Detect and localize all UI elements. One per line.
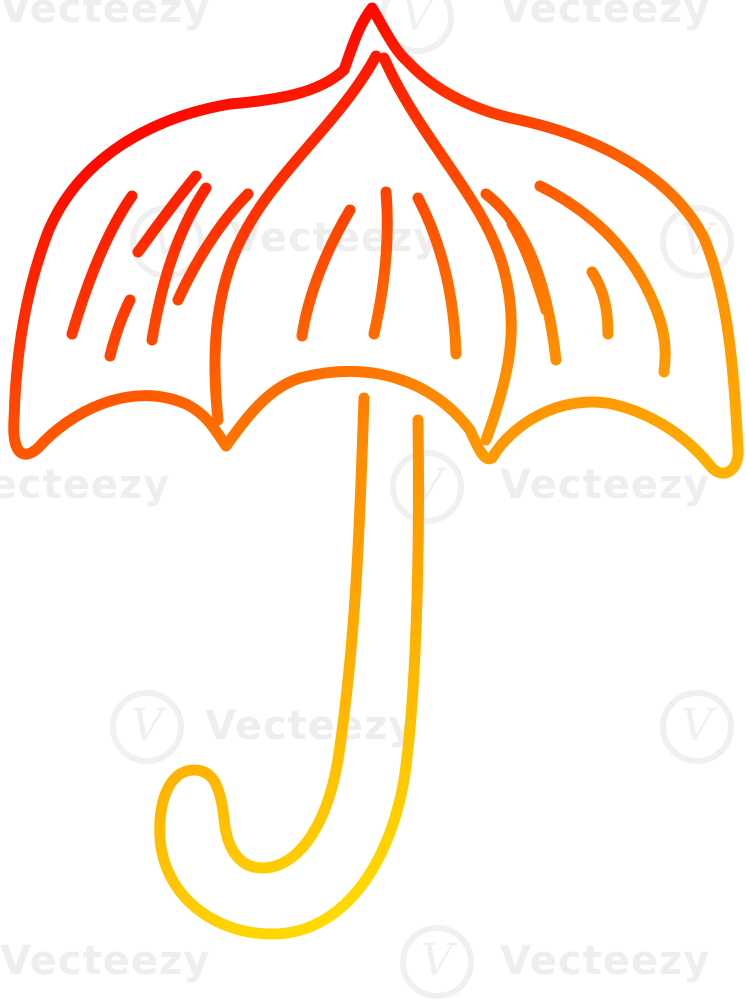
left-panel-shading bbox=[66, 170, 254, 362]
umbrella-rib-right bbox=[378, 52, 517, 446]
watermark-text: Vecteezy bbox=[500, 0, 711, 32]
watermark-text: Vecteezy bbox=[500, 462, 711, 508]
umbrella-canopy-outline bbox=[8, 2, 744, 479]
watermark-text: Vecteezy bbox=[0, 462, 171, 508]
right-panel-shading bbox=[480, 180, 671, 378]
watermark-text: Vecteezy bbox=[205, 703, 416, 749]
watermark-text: Vecteezy bbox=[0, 938, 211, 984]
watermark-text: Vecteezy bbox=[0, 0, 211, 32]
umbrella-shaft-handle bbox=[154, 392, 424, 940]
umbrella-rib-left bbox=[209, 50, 382, 426]
watermark-logo-icon: V bbox=[660, 690, 734, 764]
middle-panel-shading bbox=[296, 186, 462, 360]
watermark-logo-icon: V bbox=[110, 690, 184, 764]
watermark-text: Vecteezy bbox=[500, 938, 711, 984]
